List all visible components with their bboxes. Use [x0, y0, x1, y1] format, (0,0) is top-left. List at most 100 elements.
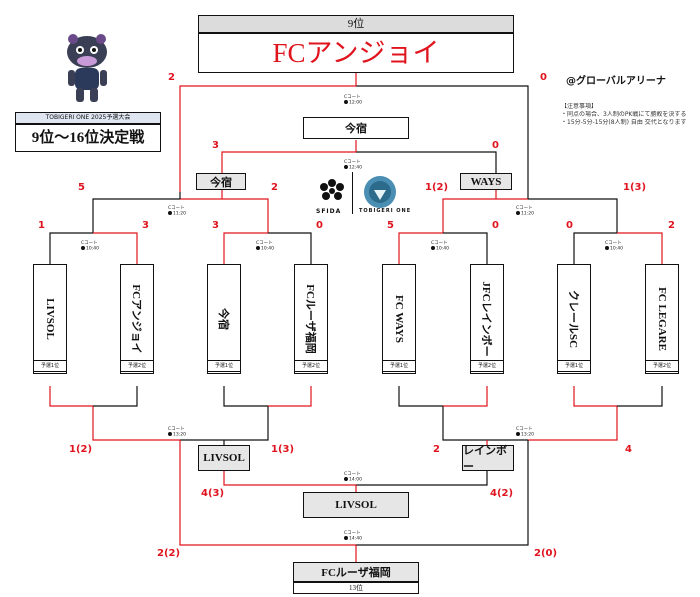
team-box: FCアンジョイ: [120, 264, 154, 374]
clock-icon: [168, 432, 172, 436]
team-tag: 予選1位: [207, 360, 241, 372]
clock-icon: [344, 165, 348, 169]
match-time: 12:00: [349, 100, 362, 106]
tournament-subtitle: 9位〜16位決定戦: [15, 124, 161, 152]
score: 5: [387, 220, 394, 231]
semi-winner-box: 今宿: [303, 117, 409, 139]
notes: 【注意事項】 ・同点の場合、3人制のPK戦にて勝敗を決する ・15分-5分-15…: [561, 103, 697, 127]
qf-right-winner-box: WAYS: [460, 173, 512, 190]
team-tag: 予選1位: [382, 360, 416, 372]
team-tag: 予選1位: [33, 360, 67, 372]
score: 1(2): [69, 444, 93, 455]
clock-icon: [431, 246, 435, 250]
clock-icon: [516, 211, 520, 215]
tobigeri-logo-text: TOBIGERI ONE: [359, 208, 412, 214]
match-time: 14:40: [349, 536, 362, 542]
court-name: Cコート: [516, 206, 533, 211]
court-name: Cコート: [256, 241, 273, 246]
team-tag: 予選2位: [120, 360, 154, 372]
court-name: Cコート: [605, 241, 622, 246]
final-lines: [179, 73, 529, 192]
lb3-winner-box: LIVSOL: [303, 492, 409, 518]
lb4-tag: 13位: [293, 582, 419, 594]
notes-title: 【注意事項】: [561, 103, 598, 110]
court-name: Cコート: [81, 241, 98, 246]
team-box: LIVSOL: [33, 264, 67, 374]
score: 0: [492, 140, 499, 151]
match-time: 10:40: [610, 246, 623, 252]
match-time: 10:40: [436, 246, 449, 252]
score: 0: [540, 72, 547, 83]
notes-line: ・15分-5分-15分(8人制) 自由 交代となります: [561, 119, 687, 126]
semi-lines: [221, 140, 497, 173]
match-time: 10:40: [86, 246, 99, 252]
lb2-winner-box: レインボー: [462, 445, 514, 473]
team-tag: 予選2位: [470, 360, 504, 372]
score: 2: [168, 72, 175, 83]
score: 1(3): [271, 444, 295, 455]
hippo-mascot-icon: [67, 34, 107, 102]
score: 0: [566, 220, 573, 231]
score: 0: [316, 220, 323, 231]
match-time: 12:40: [349, 165, 362, 171]
clock-icon: [168, 211, 172, 215]
score: 3: [142, 220, 149, 231]
court-name: Cコート: [344, 160, 361, 165]
score: 5: [78, 182, 85, 193]
lb-lines: [49, 192, 663, 562]
team-name: FC WAYS: [393, 295, 405, 343]
score: 2: [433, 444, 440, 455]
match-time: 10:40: [261, 246, 274, 252]
score: 1(2): [425, 182, 449, 193]
court-name: Cコート: [431, 241, 448, 246]
match-time: 11:20: [173, 211, 186, 217]
team-name: FCアンジョイ: [130, 284, 142, 354]
clock-icon: [81, 246, 85, 250]
team-tag: 予選2位: [294, 360, 328, 372]
score: 2: [668, 220, 675, 231]
lb1-winner-box: LIVSOL: [198, 445, 250, 471]
clock-icon: [344, 477, 348, 481]
match-time: 13:20: [521, 432, 534, 438]
court-name: Cコート: [168, 427, 185, 432]
team-name: クレールSC: [567, 289, 579, 349]
clock-icon: [344, 100, 348, 104]
team-name: 今宿: [217, 308, 229, 330]
qf-left-winner-box: 今宿: [196, 173, 246, 190]
tournament-title: TOBIGERI ONE 2025予選大会: [15, 112, 161, 124]
team-name: JFCレインボー: [480, 281, 492, 357]
court-name: Cコート: [168, 206, 185, 211]
team-tag: 予選1位: [557, 360, 591, 372]
sfida-logo-text: SFIDA: [316, 208, 342, 215]
team-name: FC LEGARE: [656, 287, 668, 351]
logo-divider: [352, 172, 353, 214]
qf-right-lines: [442, 190, 618, 233]
score: 1(3): [623, 182, 647, 193]
team-box: クレールSC: [557, 264, 591, 374]
notes-line: ・同点の場合、3人制のPK戦にて勝敗を決する: [561, 111, 687, 118]
court-name: Cコート: [344, 95, 361, 100]
score: 4(3): [201, 488, 225, 499]
clock-icon: [605, 246, 609, 250]
team-box: FCルーザ福岡: [294, 264, 328, 374]
court-name: Cコート: [516, 427, 533, 432]
match-time: 13:20: [173, 432, 186, 438]
qf-left-lines: [92, 190, 269, 233]
team-tag: 予選2位: [645, 360, 679, 372]
score: 4: [625, 444, 632, 455]
team-box: FC WAYS: [382, 264, 416, 374]
score: 2(0): [534, 548, 558, 559]
